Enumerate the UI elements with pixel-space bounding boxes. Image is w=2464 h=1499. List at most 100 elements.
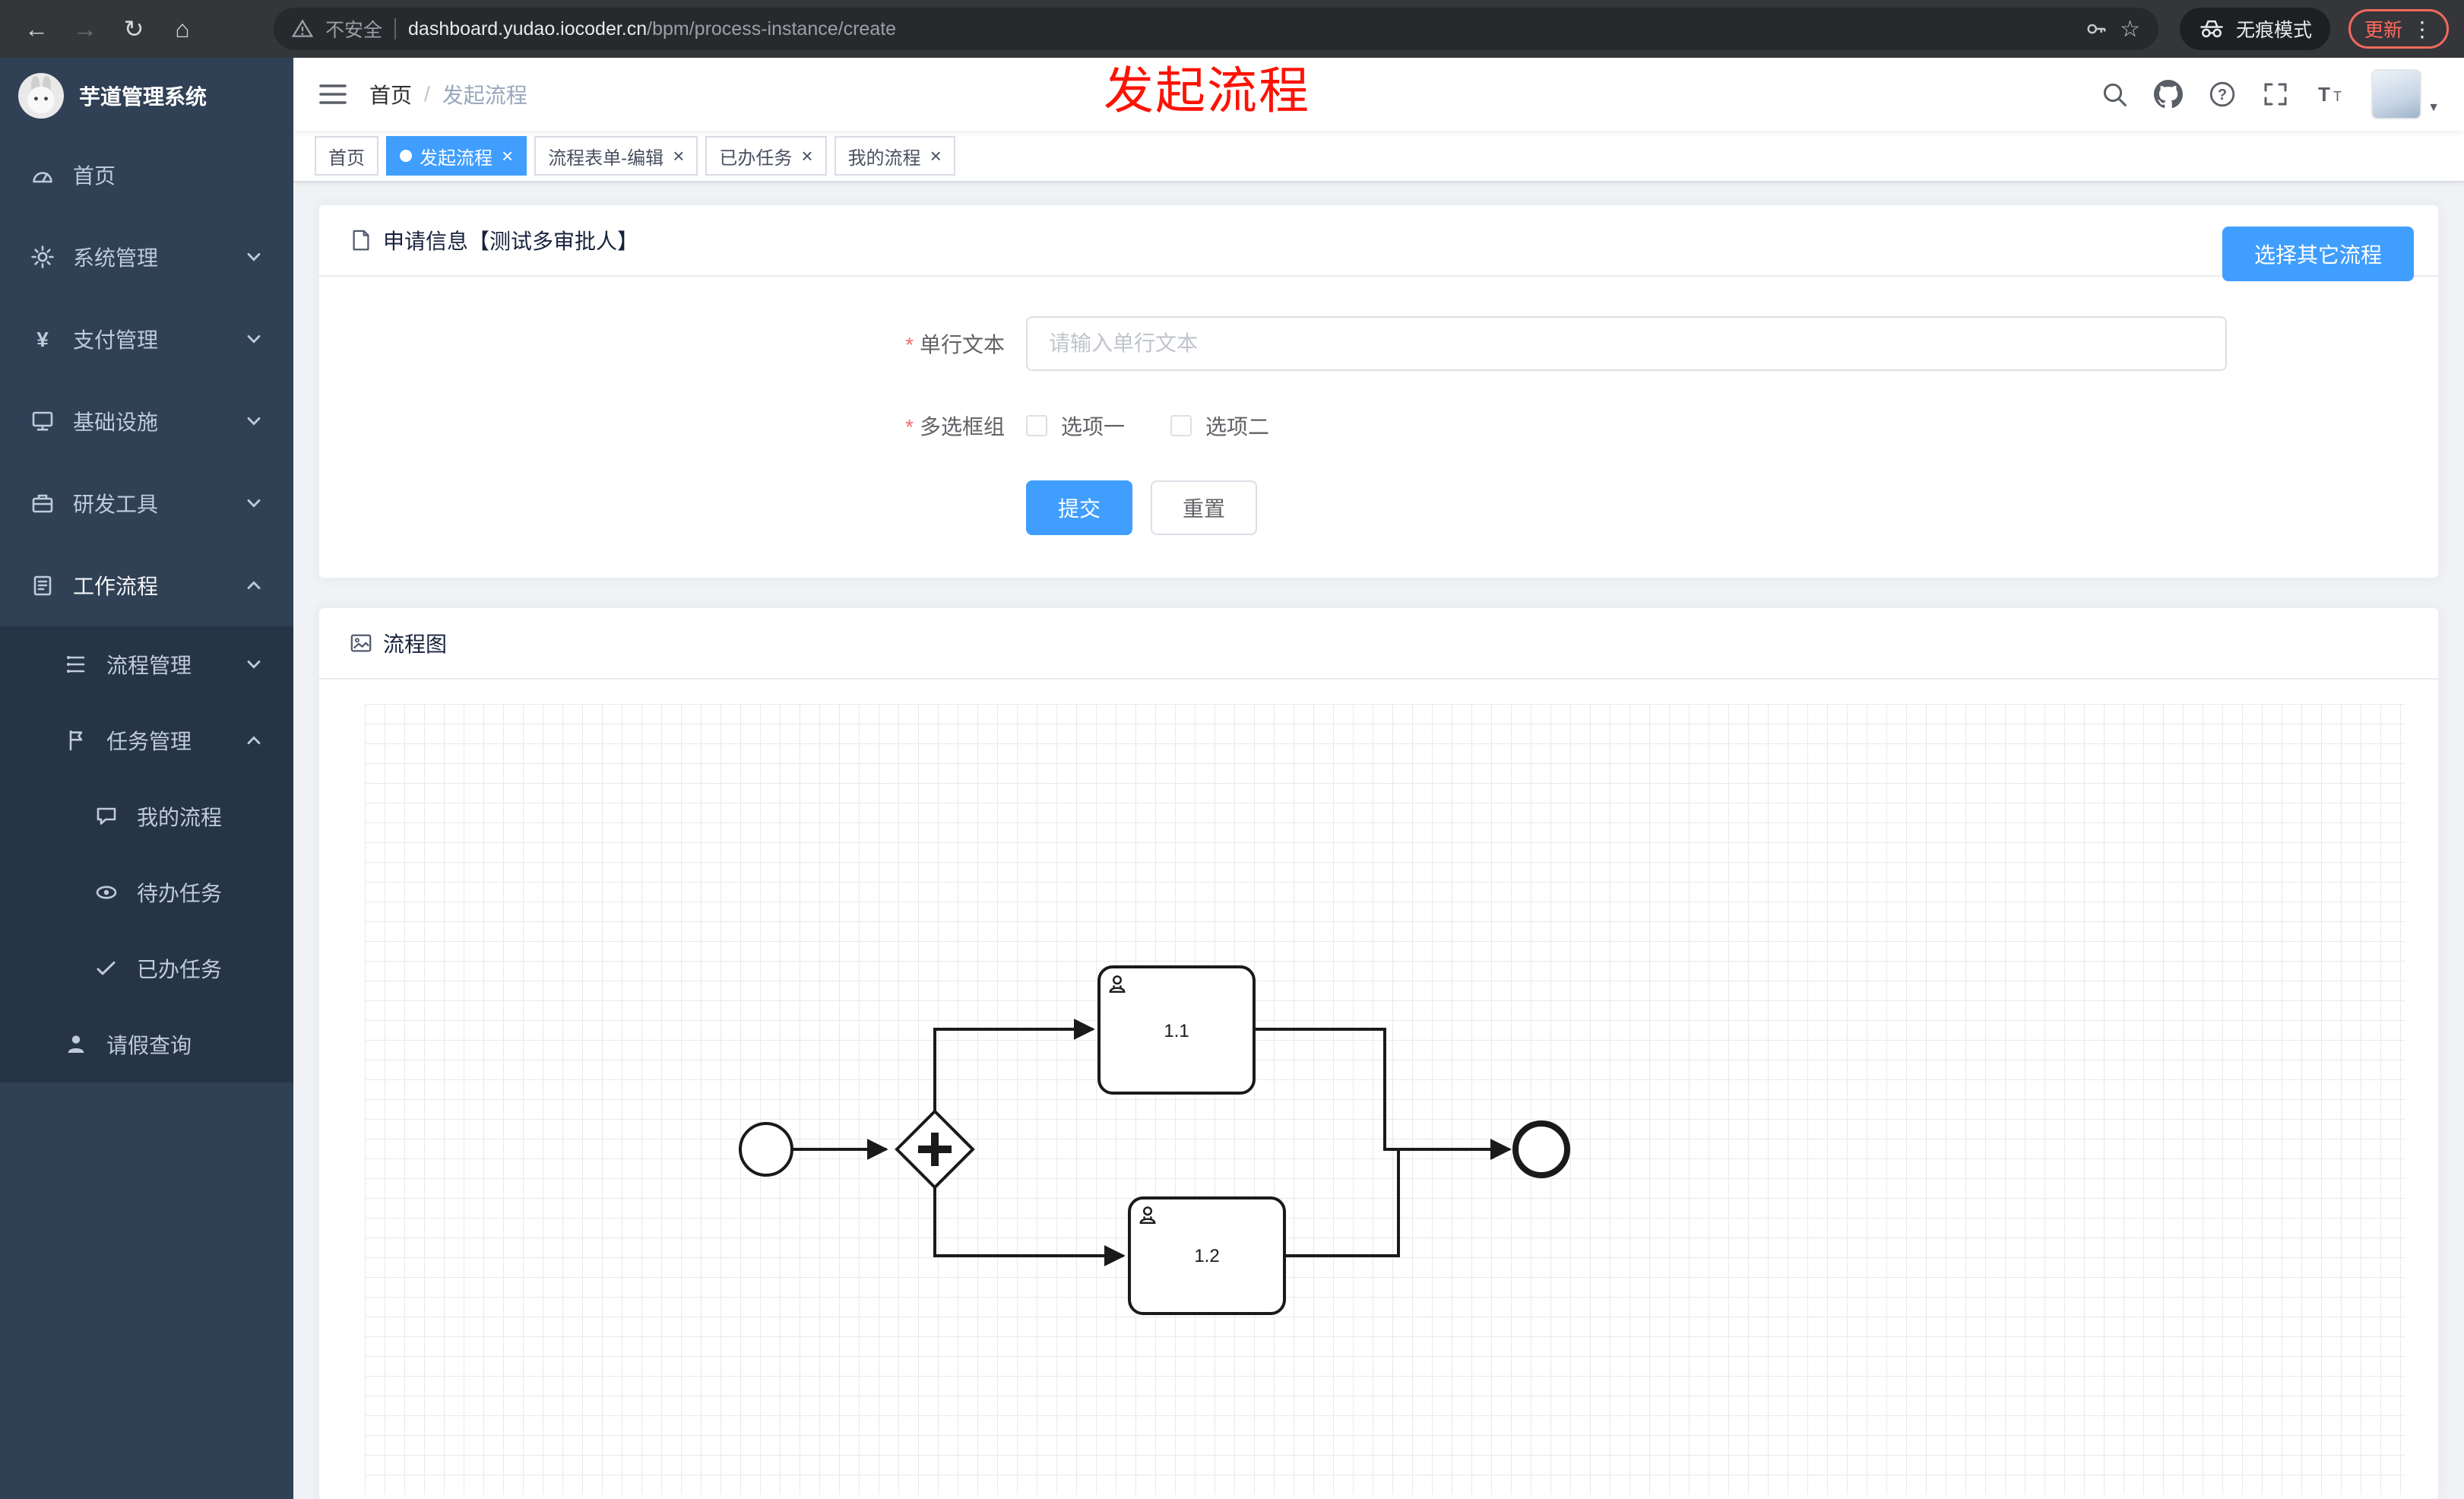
help-icon[interactable]: ? <box>2209 81 2236 108</box>
menu-label: 基础设施 <box>73 410 159 434</box>
sidebar-item-dev-tools[interactable]: 研发工具 <box>0 462 293 544</box>
update-button[interactable]: 更新 ⋮ <box>2348 9 2449 49</box>
chevron-down-icon <box>247 335 261 344</box>
hamburger-icon[interactable] <box>318 79 348 109</box>
tab-home[interactable]: 首页 <box>315 136 378 176</box>
url-bar[interactable]: 不安全 dashboard.yudao.iocoder.cn/bpm/proce… <box>274 8 2158 50</box>
url-text[interactable]: dashboard.yudao.iocoder.cn/bpm/process-i… <box>408 18 896 40</box>
menu-label: 首页 <box>73 164 116 188</box>
user-icon <box>1139 1206 1156 1224</box>
incognito-label: 无痕模式 <box>2235 20 2312 41</box>
font-size-icon[interactable]: T T <box>2315 81 2345 108</box>
submit-button[interactable]: 提交 <box>1026 480 1133 535</box>
menu-label: 任务管理 <box>106 730 192 753</box>
tab-initiate-process[interactable]: 发起流程 × <box>386 136 527 176</box>
sidebar-item-my-processes[interactable]: 我的流程 <box>0 778 293 854</box>
app-title: 芋道管理系统 <box>79 85 207 109</box>
update-label[interactable]: 更新 <box>2364 20 2402 41</box>
menu-label: 支付管理 <box>73 328 159 352</box>
checkbox-group: 选项一 选项二 <box>1026 410 1269 441</box>
flow-gateway-to-task1 <box>933 1019 1095 1111</box>
app-logo[interactable]: 芋道管理系统 <box>0 58 293 134</box>
sidebar-item-system-management[interactable]: 系统管理 <box>0 216 293 298</box>
fullscreen-icon[interactable] <box>2262 81 2289 108</box>
checkbox-option-2[interactable]: 选项二 <box>1170 410 1269 441</box>
form-actions: 提交 重置 <box>1026 480 2438 535</box>
tab-label: 已办任务 <box>719 147 793 169</box>
checkbox-icon[interactable] <box>1026 415 1047 436</box>
svg-text:?: ? <box>2218 87 2227 103</box>
parallel-gateway <box>895 1109 975 1190</box>
sidebar-item-home[interactable]: 首页 <box>0 134 293 216</box>
check-icon <box>97 961 116 975</box>
reset-button[interactable]: 重置 <box>1151 480 1258 535</box>
image-icon <box>350 634 372 652</box>
tab-label: 首页 <box>328 147 365 169</box>
select-other-process-button[interactable]: 选择其它流程 <box>2222 227 2414 281</box>
checkbox-icon[interactable] <box>1170 415 1192 436</box>
sidebar-item-workflow[interactable]: 工作流程 <box>0 544 293 626</box>
browser-menu-icon[interactable]: ⋮ <box>2412 17 2433 41</box>
search-icon[interactable] <box>2101 81 2128 108</box>
url-path: /bpm/process-instance/create <box>647 17 897 40</box>
user-menu[interactable]: ▼ <box>2371 69 2440 119</box>
tab-process-form-edit[interactable]: 流程表单-编辑 × <box>534 136 698 176</box>
logo-avatar <box>18 73 64 119</box>
svg-text:T: T <box>2333 89 2342 104</box>
home-icon[interactable]: ⌂ <box>175 15 190 43</box>
sidebar-item-infrastructure[interactable]: 基础设施 <box>0 380 293 462</box>
my-process-icon <box>97 807 116 825</box>
close-icon[interactable]: × <box>930 144 942 167</box>
workflow-icon <box>33 575 52 596</box>
card-header: 申请信息【测试多审批人】 <box>319 205 2438 277</box>
breadcrumb-current: 发起流程 <box>442 84 527 107</box>
reload-icon[interactable]: ↻ <box>123 15 144 43</box>
svg-text:T: T <box>2318 83 2330 106</box>
eye-icon <box>96 886 117 899</box>
menu-label: 待办任务 <box>137 882 223 905</box>
close-icon[interactable]: × <box>502 144 514 167</box>
menu-label: 流程管理 <box>106 654 192 677</box>
sidebar-item-payment-management[interactable]: ¥ 支付管理 <box>0 298 293 380</box>
application-info-card: 申请信息【测试多审批人】 选择其它流程 *单行文本 *多选框组 选项一 <box>318 204 2440 579</box>
close-icon[interactable]: × <box>673 144 685 167</box>
github-icon[interactable] <box>2154 80 2184 109</box>
sidebar-menu: 首页 系统管理 ¥ 支付管理 <box>0 134 293 1082</box>
warning-icon <box>292 19 313 37</box>
forward-icon[interactable]: → <box>73 15 97 43</box>
single-line-text-input[interactable] <box>1026 316 2227 371</box>
back-icon[interactable]: ← <box>24 15 49 43</box>
sidebar: 芋道管理系统 首页 系统管理 ¥ <box>0 58 293 1499</box>
tags-view-bar: 首页 发起流程 × 流程表单-编辑 × 已办任务 × 我的流程 × <box>293 131 2464 182</box>
sidebar-item-task-management[interactable]: 任务管理 <box>0 702 293 778</box>
page-content: 申请信息【测试多审批人】 选择其它流程 *单行文本 *多选框组 选项一 <box>293 182 2464 1499</box>
sidebar-item-leave-query[interactable]: 请假查询 <box>0 1006 293 1082</box>
tab-my-processes[interactable]: 我的流程 × <box>834 136 955 176</box>
security-label[interactable]: 不安全 <box>325 20 383 41</box>
user-avatar[interactable] <box>2371 69 2422 119</box>
url-divider <box>394 18 397 40</box>
form-row-single-line-text: *单行文本 <box>319 316 2438 371</box>
task-label: 1.2 <box>1194 1246 1219 1266</box>
active-tab-dot <box>400 150 412 162</box>
checkbox-option-1[interactable]: 选项一 <box>1026 410 1125 441</box>
key-icon[interactable] <box>2085 17 2108 40</box>
close-icon[interactable]: × <box>801 144 813 167</box>
main-area: 首页 / 发起流程 ? T <box>293 58 2464 1499</box>
form-row-checkbox-group: *多选框组 选项一 选项二 <box>319 410 2438 441</box>
sidebar-item-todo-tasks[interactable]: 待办任务 <box>0 854 293 930</box>
breadcrumb-home[interactable]: 首页 <box>369 84 413 107</box>
tab-done-tasks[interactable]: 已办任务 × <box>705 136 827 176</box>
sidebar-item-process-management[interactable]: 流程管理 <box>0 626 293 702</box>
flow-diagram-card: 流程图 <box>318 607 2440 1499</box>
navbar-actions: ? T T ▼ <box>2101 69 2440 119</box>
document-icon <box>353 230 369 251</box>
bookmark-star-icon[interactable]: ☆ <box>2120 16 2140 42</box>
dev-tools-icon <box>32 494 53 513</box>
bpmn-canvas[interactable]: 1.1 1.2 <box>365 704 2405 1494</box>
sidebar-item-done-tasks[interactable]: 已办任务 <box>0 930 293 1006</box>
flow-task2-to-end <box>1284 1139 1512 1257</box>
required-marker: * <box>905 415 914 439</box>
svg-text:¥: ¥ <box>36 328 49 351</box>
